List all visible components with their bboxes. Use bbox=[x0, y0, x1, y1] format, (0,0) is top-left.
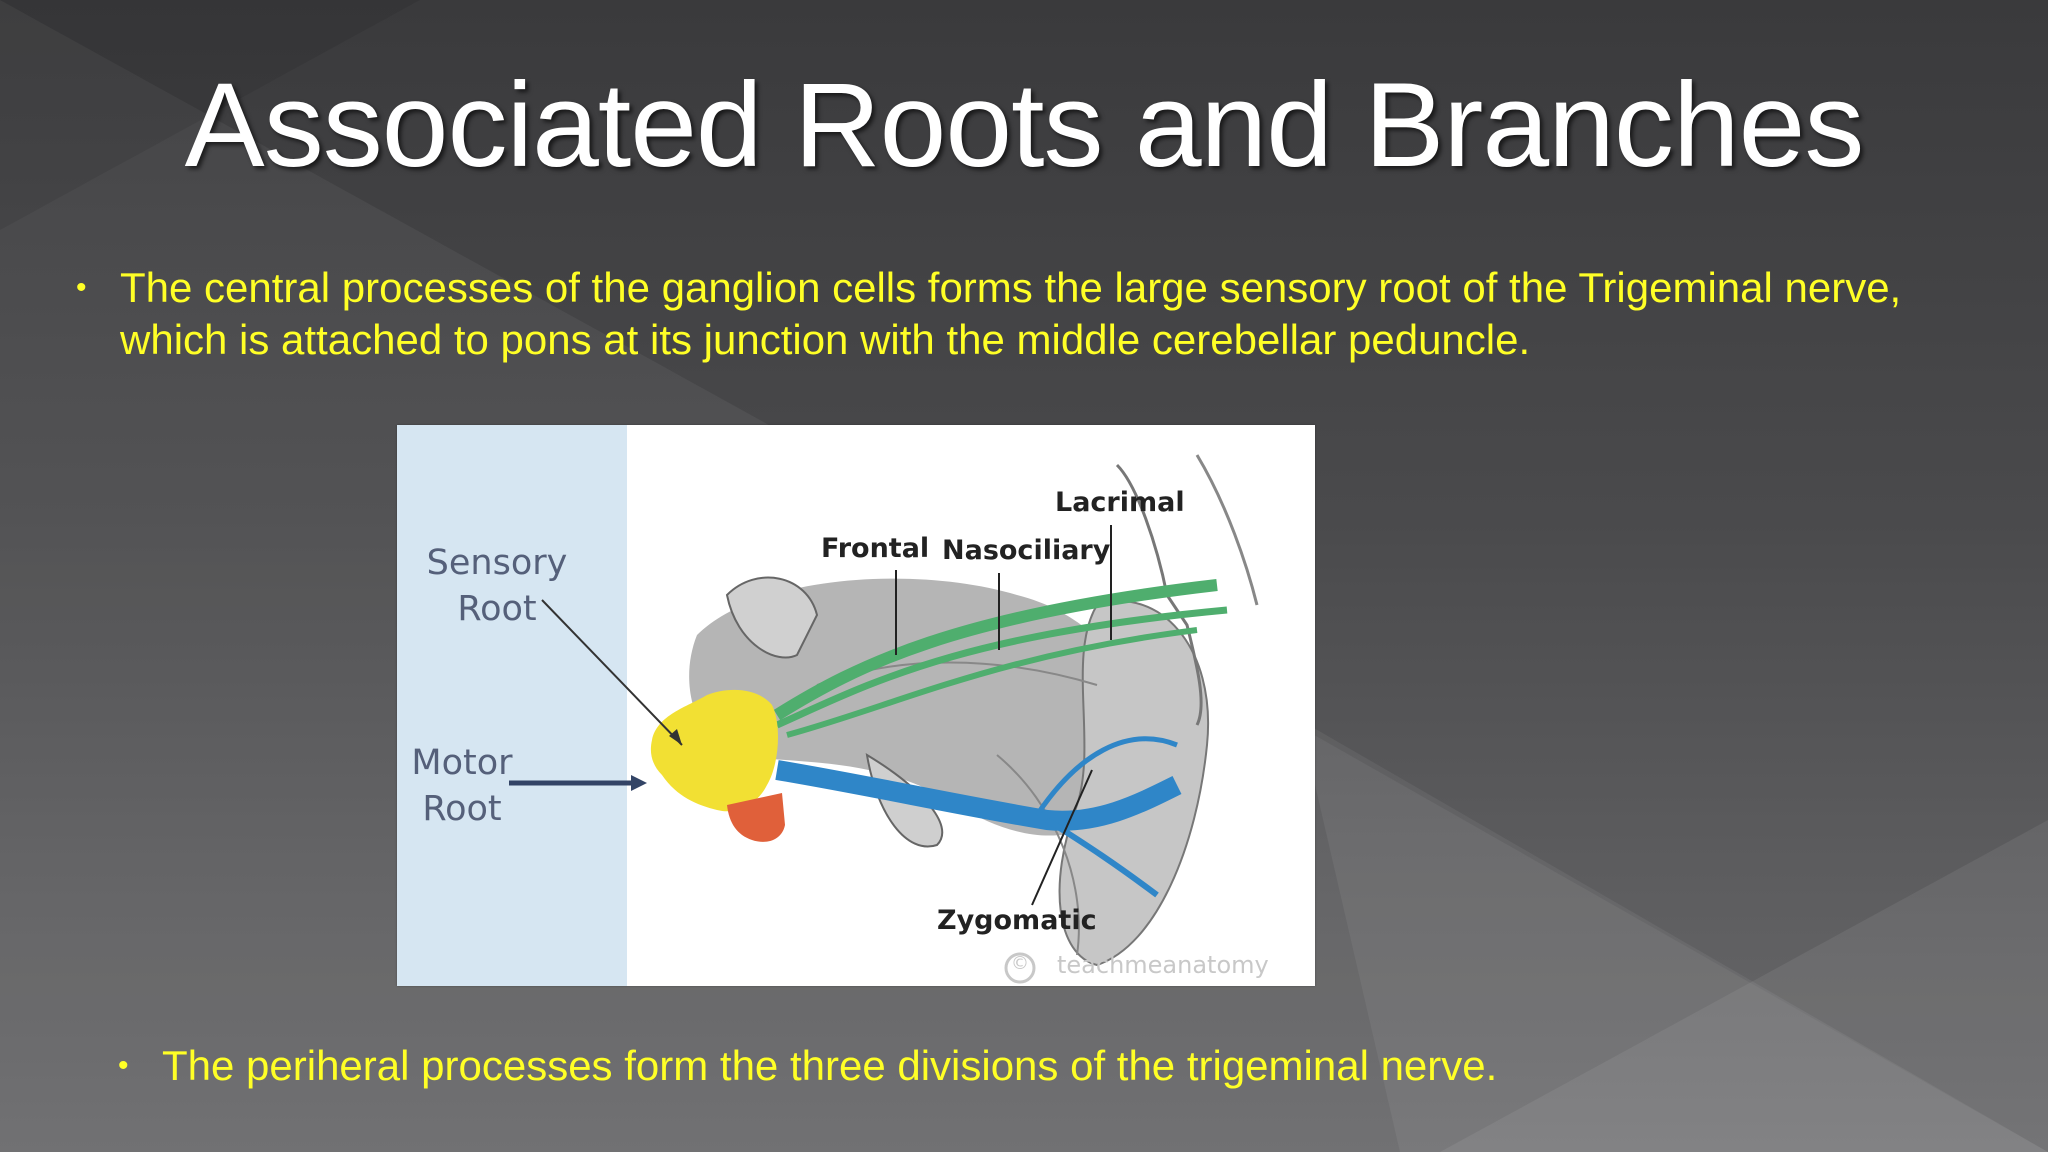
copyright-symbol: © bbox=[1011, 953, 1029, 974]
lacrimal-label: Lacrimal bbox=[1055, 487, 1185, 518]
bullet-marker: • bbox=[76, 271, 87, 304]
sensory-root-label-line1: Sensory bbox=[426, 543, 568, 583]
motor-root-label-line1: Motor bbox=[411, 743, 513, 783]
bullet-item: • The periheral processes form the three… bbox=[118, 1040, 1862, 1092]
sensory-root-label-line2: Root bbox=[457, 589, 537, 629]
watermark-text: teachmeanatomy bbox=[1057, 951, 1269, 979]
motor-root-label-line2: Root bbox=[422, 789, 502, 829]
motor-root-label: Motor Root bbox=[397, 740, 527, 832]
bullet-item: • The central processes of the ganglion … bbox=[76, 262, 1920, 366]
zygomatic-label: Zygomatic bbox=[937, 905, 1097, 936]
sensory-root-label: Sensory Root bbox=[417, 540, 577, 632]
trigeminal-nerve-figure: Sensory Root Motor Root Frontal Nasocili… bbox=[397, 425, 1315, 986]
anatomy-illustration bbox=[397, 425, 1315, 986]
slide-title: Associated Roots and Branches bbox=[184, 58, 1865, 192]
frontal-label: Frontal bbox=[821, 533, 930, 564]
nasociliary-label: Nasociliary bbox=[942, 535, 1111, 566]
bullet-text: The central processes of the ganglion ce… bbox=[120, 264, 1902, 363]
bullet-text: The periheral processes form the three d… bbox=[162, 1042, 1498, 1089]
bullet-marker: • bbox=[118, 1049, 129, 1082]
